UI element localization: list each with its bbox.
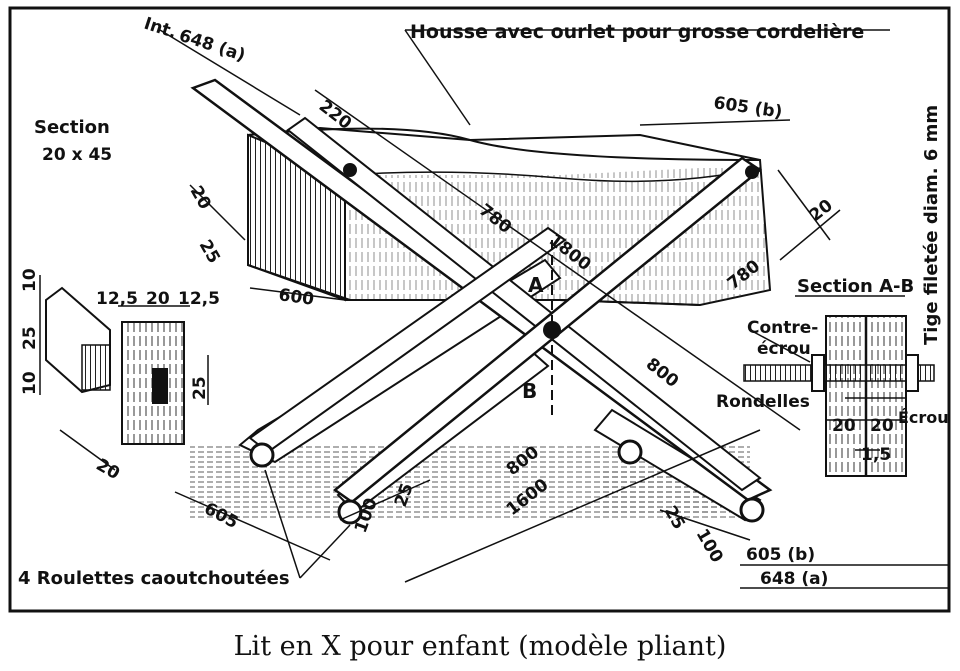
dim-1-5: 1,5 xyxy=(861,445,891,465)
dimension-lines xyxy=(59,29,948,589)
figure-caption: Lit en X pour enfant (modèle pliant) xyxy=(234,631,727,662)
label-section-ab: Section A-B xyxy=(797,276,914,297)
dim-12-5-a: 12,5 xyxy=(96,289,138,309)
label-contre: Contre- xyxy=(747,318,818,338)
x-frame-members xyxy=(190,78,773,504)
dim-20-left: 20 xyxy=(186,183,215,214)
drawing-frame xyxy=(8,6,951,613)
dim-648a-bottom: 648 (a) xyxy=(760,569,828,589)
dim-20-mid: 20 xyxy=(146,289,170,309)
dim-12-5-b: 12,5 xyxy=(178,289,220,309)
label-ecrou: Écrou xyxy=(898,408,949,427)
section-ab-detail xyxy=(743,315,935,477)
label-section-size: 20 x 45 xyxy=(42,145,112,165)
dim-100-b: 100 xyxy=(692,526,727,567)
label-housse: Housse avec ourlet pour grosse cordelièr… xyxy=(410,21,864,43)
label-rondelles: Rondelles xyxy=(716,392,810,412)
caster-wheels xyxy=(249,439,765,525)
dim-20-bottom: 20 xyxy=(93,455,124,484)
dim-605b-bottom: 605 (b) xyxy=(746,545,815,565)
dim-25-left: 25 xyxy=(195,237,224,268)
point-a: A xyxy=(528,273,544,297)
dim-10-a: 10 xyxy=(20,268,40,292)
dim-10-b: 10 xyxy=(20,371,40,395)
label-section: Section xyxy=(34,117,110,138)
section-detail xyxy=(39,275,209,445)
dim-20-ab-1: 20 xyxy=(832,416,856,436)
dim-25-vertical: 25 xyxy=(20,326,40,350)
dim-648a-top: 648 (a) xyxy=(176,26,247,66)
dim-605b-top: 605 (b) xyxy=(712,93,783,122)
dim-800-a: 800 xyxy=(642,354,682,392)
dim-25-block: 25 xyxy=(190,376,210,400)
dim-20-ab-2: 20 xyxy=(870,416,894,436)
dim-600: 600 xyxy=(277,285,315,310)
dim-20-right: 20 xyxy=(806,196,837,226)
label-tige: Tige filetée diam. 6 mm xyxy=(921,105,942,345)
point-b: B xyxy=(522,379,537,403)
label-int: Int. xyxy=(141,14,179,43)
label-roulettes: 4 Roulettes caoutchoutées xyxy=(18,568,290,589)
label-ecrou-contre: écrou xyxy=(757,339,811,359)
